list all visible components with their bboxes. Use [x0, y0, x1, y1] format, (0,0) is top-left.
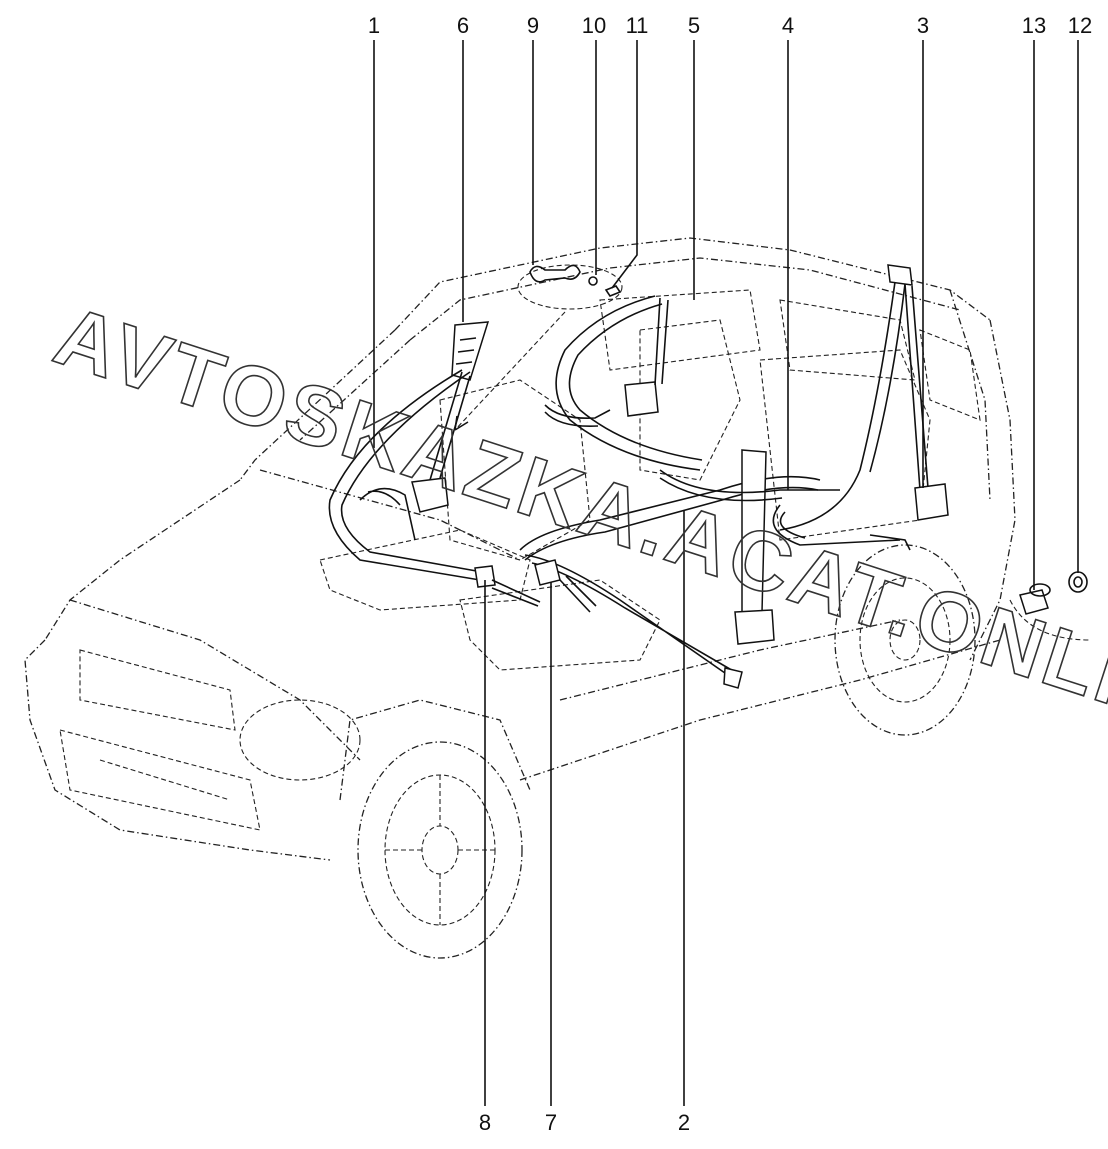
callout-5: 5	[688, 13, 700, 38]
callout-12: 12	[1068, 13, 1092, 38]
callout-9: 9	[527, 13, 539, 38]
detail-circle-bolt	[1009, 599, 1091, 641]
rear-belts	[659, 264, 949, 645]
leader-lines	[373, 40, 1079, 1106]
front-right-belt	[519, 295, 821, 689]
callout-10: 10	[582, 13, 606, 38]
callout-3: 3	[917, 13, 929, 38]
callout-7: 7	[545, 1110, 557, 1135]
vehicle-outline	[24, 237, 1016, 959]
detail-arrow	[454, 311, 566, 431]
anchor-bracket-detail	[529, 264, 622, 297]
front-left-belt	[328, 321, 541, 607]
callout-6: 6	[457, 13, 469, 38]
callout-1: 1	[368, 13, 380, 38]
callout-13: 13	[1022, 13, 1046, 38]
callout-4: 4	[782, 13, 794, 38]
detail-circle-anchor	[517, 264, 623, 310]
callout-8: 8	[479, 1110, 491, 1135]
callout-2: 2	[678, 1110, 690, 1135]
callout-11: 11	[626, 13, 649, 38]
callout-labels: 1 6 9 10 11 5 4 3 13 12 8 7 2	[368, 13, 1092, 1135]
